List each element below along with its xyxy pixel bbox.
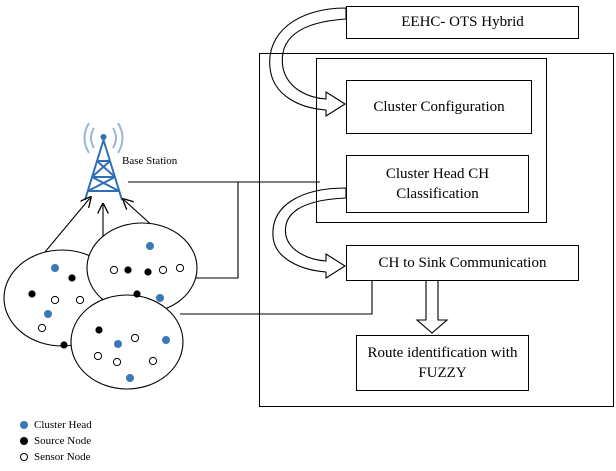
base-station-label: Base Station bbox=[122, 155, 178, 167]
inner-process-frame bbox=[316, 58, 547, 223]
legend-item-source-node: Source Node bbox=[20, 435, 91, 447]
title-box: EEHC- OTS Hybrid bbox=[346, 6, 579, 39]
step-cluster-configuration: Cluster Configuration bbox=[346, 80, 532, 134]
sensor-clusters bbox=[3, 222, 198, 390]
curved-flow-arrows bbox=[269, 7, 347, 279]
base-station-tower-icon bbox=[83, 122, 124, 201]
step-route-identification: Route identification with FUZZY bbox=[356, 335, 529, 391]
down-block-arrow bbox=[415, 279, 449, 334]
step-label: Cluster Configuration bbox=[373, 98, 505, 115]
legend-label: Source Node bbox=[34, 435, 92, 447]
step-label: Cluster Head CH Classification bbox=[385, 165, 490, 202]
step-label: Route identification with FUZZY bbox=[367, 344, 518, 381]
outer-process-frame bbox=[259, 53, 614, 407]
legend-item-cluster-head: Cluster Head bbox=[20, 419, 92, 431]
legend-label: Cluster Head bbox=[34, 419, 92, 431]
title-box-label: EEHC- OTS Hybrid bbox=[401, 14, 524, 31]
legend-item-sensor-node: Sensor Node bbox=[20, 451, 91, 463]
legend-label: Sensor Node bbox=[34, 451, 91, 463]
step-ch-to-sink: CH to Sink Communication bbox=[346, 245, 579, 281]
cluster-head-icon bbox=[20, 421, 28, 429]
source-node-icon bbox=[20, 437, 28, 445]
cluster-nodes bbox=[28, 242, 185, 382]
sensor-node-icon bbox=[20, 453, 28, 461]
connector-lines bbox=[128, 181, 373, 315]
step-cluster-head-classification: Cluster Head CH Classification bbox=[346, 155, 529, 213]
step-label: CH to Sink Communication bbox=[378, 254, 547, 271]
